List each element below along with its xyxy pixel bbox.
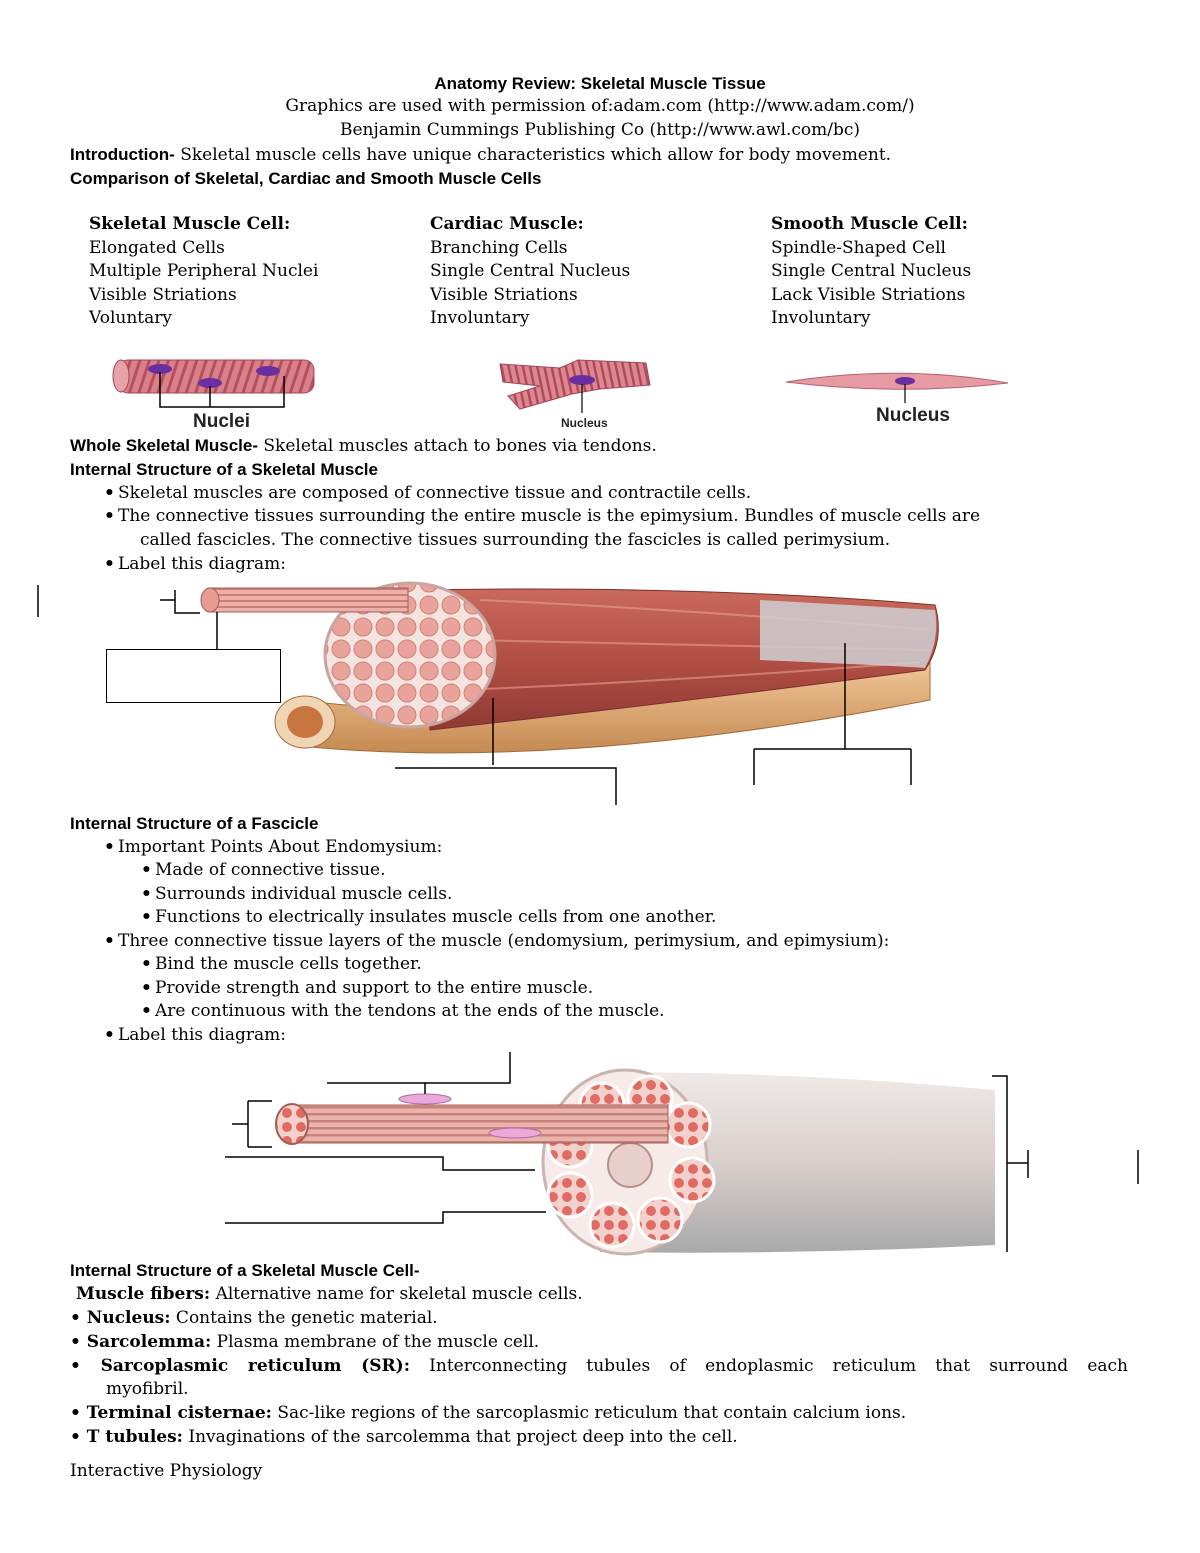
column-item: Visible Striations: [430, 284, 578, 305]
sub-bullet-item: •Functions to electrically insulates mus…: [141, 907, 717, 927]
sub-bullet-item: •Surrounds individual muscle cells.: [141, 884, 453, 904]
column-item: Voluntary: [89, 308, 172, 329]
skeletal-cell-drawing: [112, 359, 315, 408]
page-title: Anatomy Review: Skeletal Muscle Tissue: [434, 74, 766, 93]
sub-bullet-item: •Provide strength and support to the ent…: [141, 978, 594, 998]
cardiac-cell-drawing: [499, 359, 651, 413]
term-terminal-cisternae: • Terminal cisternae: Sac-like regions o…: [70, 1403, 907, 1423]
column-item: Elongated Cells: [89, 237, 225, 258]
bullet-item: •Three connective tissue layers of the m…: [104, 931, 890, 951]
column-smooth: Smooth Muscle Cell: Spindle-Shaped Cell …: [771, 213, 971, 331]
column-item: Lack Visible Striations: [771, 284, 966, 305]
term-nucleus: • Nucleus: Contains the genetic material…: [70, 1308, 438, 1328]
bullet-continuation: called fascicles. The connective tissues…: [140, 530, 891, 550]
nuclei-label: Nuclei: [193, 411, 251, 432]
muscle-cell-illustrations: [112, 359, 1009, 413]
bullet-item: •Label this diagram:: [104, 1025, 286, 1045]
term-t-tubules: • T tubules: Invaginations of the sarcol…: [70, 1427, 738, 1447]
sub-bullet-item: •Bind the muscle cells together.: [141, 954, 422, 974]
credit-adam: Graphics are used with permission of:ada…: [285, 96, 915, 116]
whole-muscle-diagram: [37, 581, 939, 805]
fascicle-diagram: [225, 1052, 1139, 1256]
sub-bullet-item: •Are continuous with the tendons at the …: [141, 1001, 665, 1021]
intro-text: Skeletal muscle cells have unique charac…: [174, 145, 892, 165]
term-sarcolemma: • Sarcolemma: Plasma membrane of the mus…: [70, 1332, 540, 1352]
column-title: Smooth Muscle Cell:: [771, 214, 968, 234]
bullet-item: •Label this diagram:: [104, 554, 286, 574]
bullet-item: •The connective tissues surrounding the …: [104, 506, 981, 526]
term-sarcoplasmic-reticulum: • Sarcoplasmic reticulum (SR): Interconn…: [70, 1356, 1128, 1376]
cell-structure-heading: Internal Structure of a Skeletal Muscle …: [70, 1261, 420, 1280]
whole-muscle-label: Whole Skeletal Muscle-: [70, 436, 258, 455]
column-item: Visible Striations: [89, 284, 237, 305]
column-item: Involuntary: [771, 308, 871, 329]
column-skeletal: Skeletal Muscle Cell: Elongated Cells Mu…: [89, 213, 318, 331]
label-blank-box[interactable]: [106, 649, 281, 703]
term-muscle-fibers: Muscle fibers: Alternative name for skel…: [76, 1284, 583, 1304]
column-cardiac: Cardiac Muscle: Branching Cells Single C…: [430, 213, 630, 331]
column-title: Cardiac Muscle:: [430, 214, 584, 234]
column-item: Multiple Peripheral Nuclei: [89, 261, 319, 282]
column-title: Skeletal Muscle Cell:: [89, 214, 291, 234]
column-item: Single Central Nucleus: [430, 261, 631, 282]
column-item: Involuntary: [430, 308, 530, 329]
whole-muscle-paragraph: Whole Skeletal Muscle- Skeletal muscles …: [70, 434, 657, 459]
smooth-nucleus-label: Nucleus: [876, 405, 950, 426]
footer-text: Interactive Physiology: [70, 1461, 263, 1481]
intro-paragraph: Introduction- Skeletal muscle cells have…: [70, 143, 891, 168]
column-item: Branching Cells: [430, 237, 568, 258]
term-continuation: myofibril.: [106, 1379, 189, 1399]
column-item: Spindle-Shaped Cell: [771, 237, 946, 258]
credit-benjamin: Benjamin Cummings Publishing Co (http://…: [339, 120, 861, 140]
smooth-cell-drawing: [785, 372, 1009, 403]
column-item: Single Central Nucleus: [771, 261, 972, 282]
sub-bullet-item: •Made of connective tissue.: [141, 860, 386, 880]
bullet-item: •Skeletal muscles are composed of connec…: [104, 483, 752, 503]
bullet-item: •Important Points About Endomysium:: [104, 837, 443, 857]
comparison-heading: Comparison of Skeletal, Cardiac and Smoo…: [70, 169, 542, 188]
intro-label: Introduction-: [70, 145, 175, 164]
cardiac-nucleus-label: Nucleus: [561, 416, 608, 430]
internal-muscle-heading: Internal Structure of a Skeletal Muscle: [70, 460, 378, 479]
fascicle-heading: Internal Structure of a Fascicle: [70, 814, 319, 833]
whole-muscle-text: Skeletal muscles attach to bones via ten…: [258, 436, 657, 456]
